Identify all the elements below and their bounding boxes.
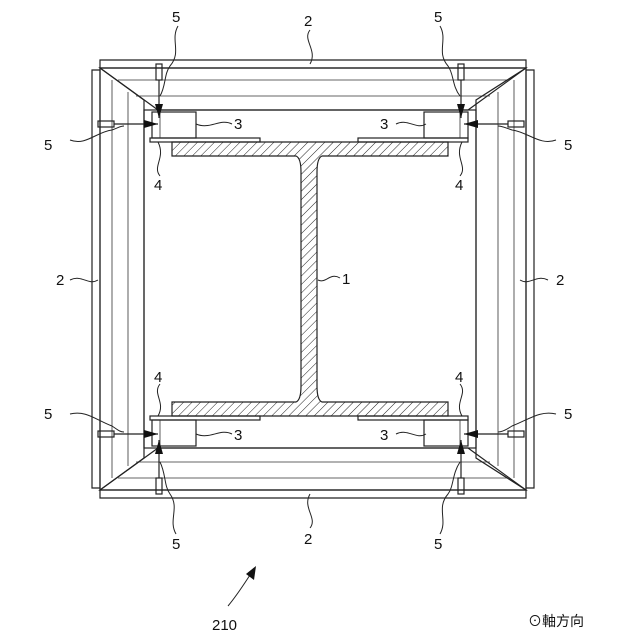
label-5-lower-left: 5 <box>44 406 52 423</box>
label-3-top-left: 3 <box>234 116 242 133</box>
label-5-bottom-left: 5 <box>172 536 180 553</box>
label-3-top-right: 3 <box>380 116 388 133</box>
label-5-upper-left: 5 <box>44 137 52 154</box>
label-5-bottom-right: 5 <box>434 536 442 553</box>
label-4-bottom-right: 4 <box>455 369 463 386</box>
label-4-bottom-left: 4 <box>154 369 162 386</box>
label-3-bottom-left: 3 <box>234 427 242 444</box>
label-5-top-left: 5 <box>172 9 180 26</box>
steel-i-beam <box>172 142 448 416</box>
label-2-top: 2 <box>304 13 312 30</box>
label-3-bottom-right: 3 <box>380 427 388 444</box>
label-5-top-right: 5 <box>434 9 442 26</box>
label-2-right: 2 <box>556 272 564 289</box>
label-2-bottom: 2 <box>304 531 312 548</box>
label-5-upper-right: 5 <box>564 137 572 154</box>
right-panel <box>476 68 534 490</box>
axis-direction-note: ⊙軸方向 <box>528 613 584 629</box>
figure-ref-label: 210 <box>212 617 237 634</box>
label-4-top-left: 4 <box>154 177 162 194</box>
left-panel <box>92 68 144 490</box>
label-5-lower-right: 5 <box>564 406 572 423</box>
label-1-beam: 1 <box>342 271 350 288</box>
label-4-top-right: 4 <box>455 177 463 194</box>
label-2-left: 2 <box>56 272 64 289</box>
